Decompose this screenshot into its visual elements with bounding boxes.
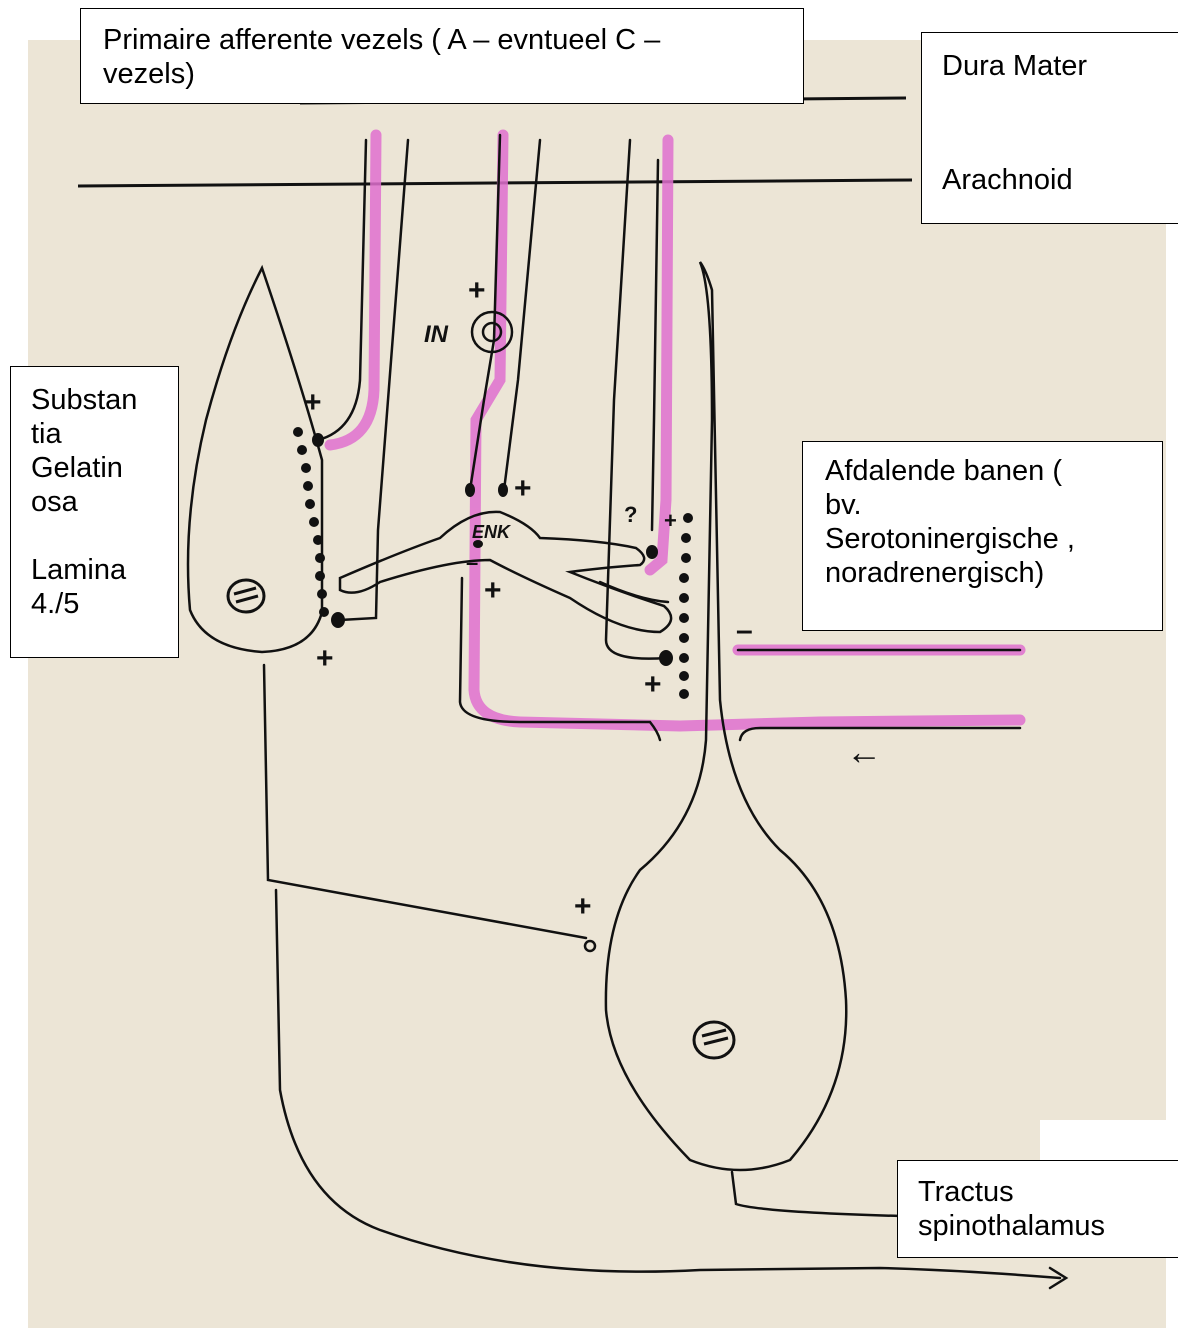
lamina-label: Lamina xyxy=(31,553,178,587)
descending-pathways-label: Afdalende banen ( bv. Serotoninergische … xyxy=(802,441,1163,631)
meninges-label: Dura Mater Arachnoid xyxy=(921,32,1178,224)
plus-sign: + xyxy=(484,574,502,607)
label-line: vezels) xyxy=(103,57,803,91)
tractus-spinothalamus-label: Tractus spinothalamus xyxy=(897,1160,1178,1258)
label-line: spinothalamus xyxy=(918,1209,1178,1243)
lamina-label: 4./5 xyxy=(31,587,178,621)
label-line: Primaire afferente vezels ( A – evntueel… xyxy=(103,23,803,57)
plus-sign: + xyxy=(644,668,662,701)
enk-label: ENK xyxy=(472,522,512,542)
dura-mater-label: Dura Mater xyxy=(942,49,1178,83)
label-line: Substan xyxy=(31,383,178,417)
question-mark: ? xyxy=(624,502,637,527)
plus-sign: + xyxy=(514,472,532,505)
label-line: noradrenergisch) xyxy=(825,556,1162,590)
label-line: Tractus xyxy=(918,1175,1178,1209)
plus-sign: + xyxy=(664,508,677,533)
minus-sign: – xyxy=(466,550,478,575)
substantia-gelatinosa-label: Substan tia Gelatin osa Lamina 4./5 xyxy=(10,366,179,658)
interneuron-label: IN xyxy=(424,321,449,348)
plus-sign: + xyxy=(316,642,334,675)
paper-corner-patch xyxy=(1040,1120,1178,1160)
plus-sign: + xyxy=(574,890,592,923)
sg-nucleus xyxy=(228,580,264,612)
plus-sign: + xyxy=(468,274,486,307)
arachnoid-label: Arachnoid xyxy=(942,163,1178,197)
descending-arrow: ← xyxy=(846,731,882,772)
label-line: tia xyxy=(31,417,178,451)
paper-background xyxy=(28,40,1166,1328)
primary-afferent-label: Primaire afferente vezels ( A – evntueel… xyxy=(80,8,804,104)
minus-sign: – xyxy=(736,614,753,647)
label-line: bv. xyxy=(825,488,1162,522)
plus-sign: + xyxy=(304,386,322,419)
label-line: osa xyxy=(31,485,178,519)
label-line: Afdalende banen ( xyxy=(825,454,1162,488)
label-line: Gelatin xyxy=(31,451,178,485)
label-line: Serotoninergische , xyxy=(825,522,1162,556)
